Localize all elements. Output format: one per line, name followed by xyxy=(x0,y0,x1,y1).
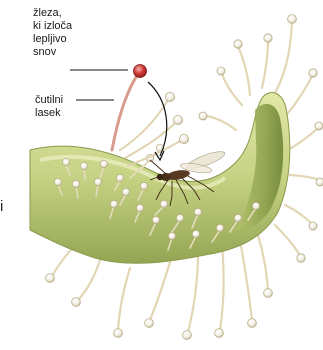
gland-label: žleza, ki izloča lepljivo snov xyxy=(33,7,93,59)
gland-label-line: snov xyxy=(33,46,93,59)
gland-label-line: lepljivo xyxy=(33,33,93,46)
tentacle-heads-curving xyxy=(165,92,188,143)
gland-label-line: žleza, xyxy=(33,7,93,20)
gland-label-line: ki izloča xyxy=(33,20,93,33)
tentacle-label-line: lasek xyxy=(35,107,63,120)
tentacles-curving xyxy=(120,100,182,166)
tentacle-label-line: čutilni xyxy=(35,94,63,107)
tentacle-label: čutilni lasek xyxy=(35,94,63,120)
gland-head xyxy=(134,65,147,78)
edge-text: i xyxy=(0,198,3,215)
